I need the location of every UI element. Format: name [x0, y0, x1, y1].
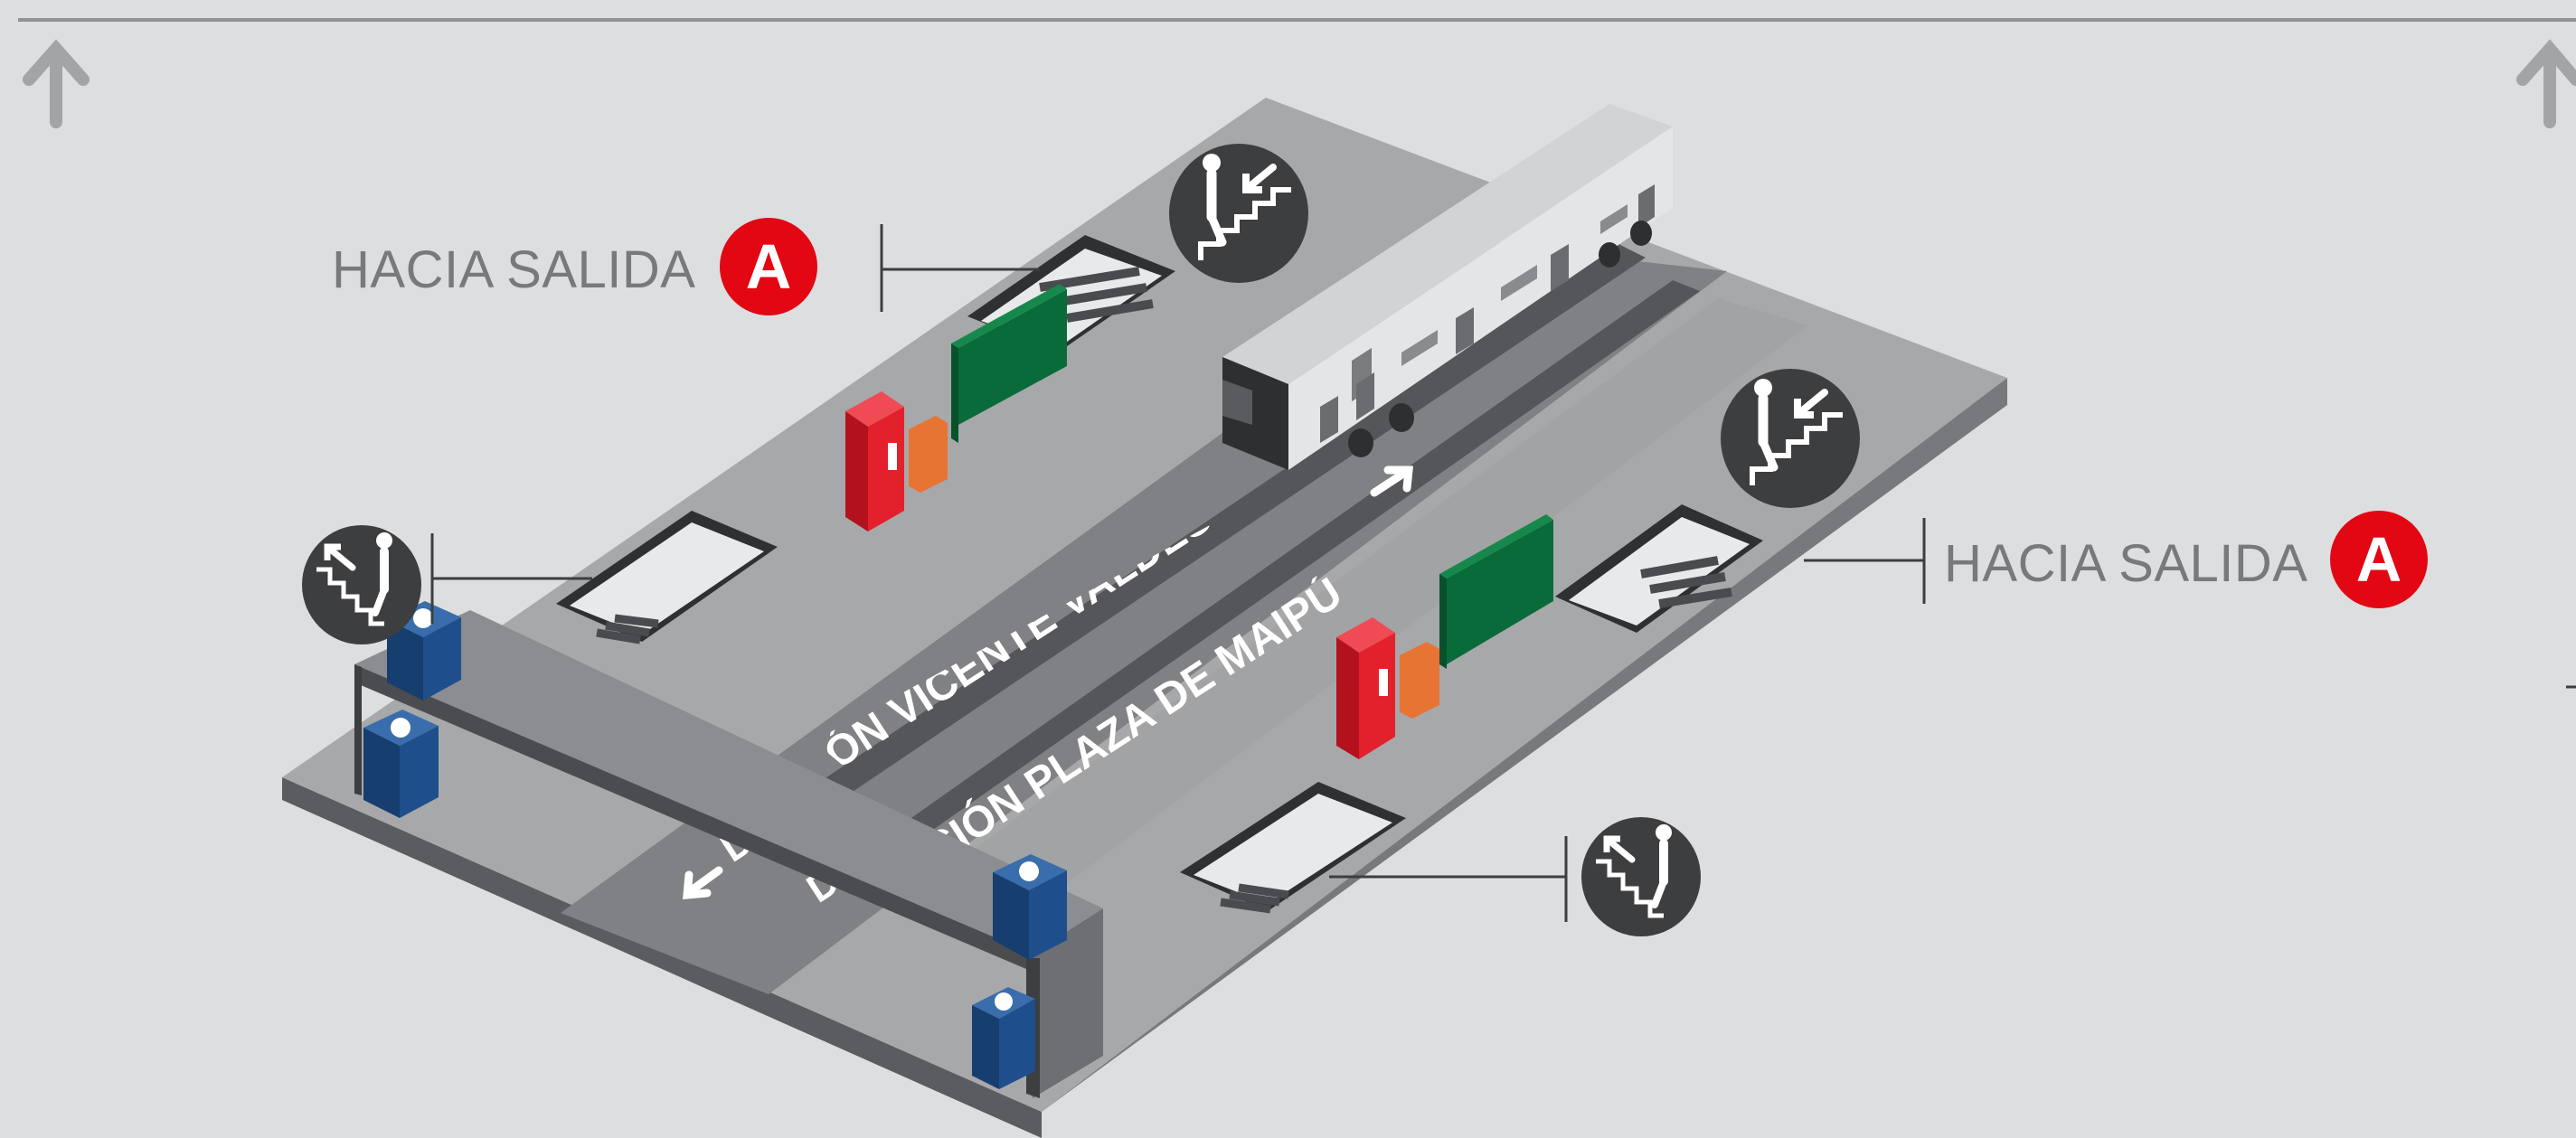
stairs-down-person-icon	[1721, 369, 1860, 508]
wheelchair-elevator-icon	[993, 854, 1067, 960]
up-arrow-icon	[29, 49, 83, 122]
exit-label-right: HACIA SALIDA	[1944, 533, 2307, 594]
up-arrow-icon	[2523, 49, 2576, 122]
exit-label-left: HACIA SALIDA	[332, 240, 695, 300]
wheelchair-elevator-icon	[363, 710, 439, 818]
stairs-down-person-icon	[1169, 144, 1308, 283]
stairs-up-person-icon	[302, 525, 421, 644]
exit-badge-left: A	[720, 218, 817, 315]
stairs-up-person-icon	[1581, 817, 1701, 936]
wheelchair-elevator-icon	[972, 987, 1035, 1089]
exit-badge-right: A	[2330, 511, 2428, 608]
